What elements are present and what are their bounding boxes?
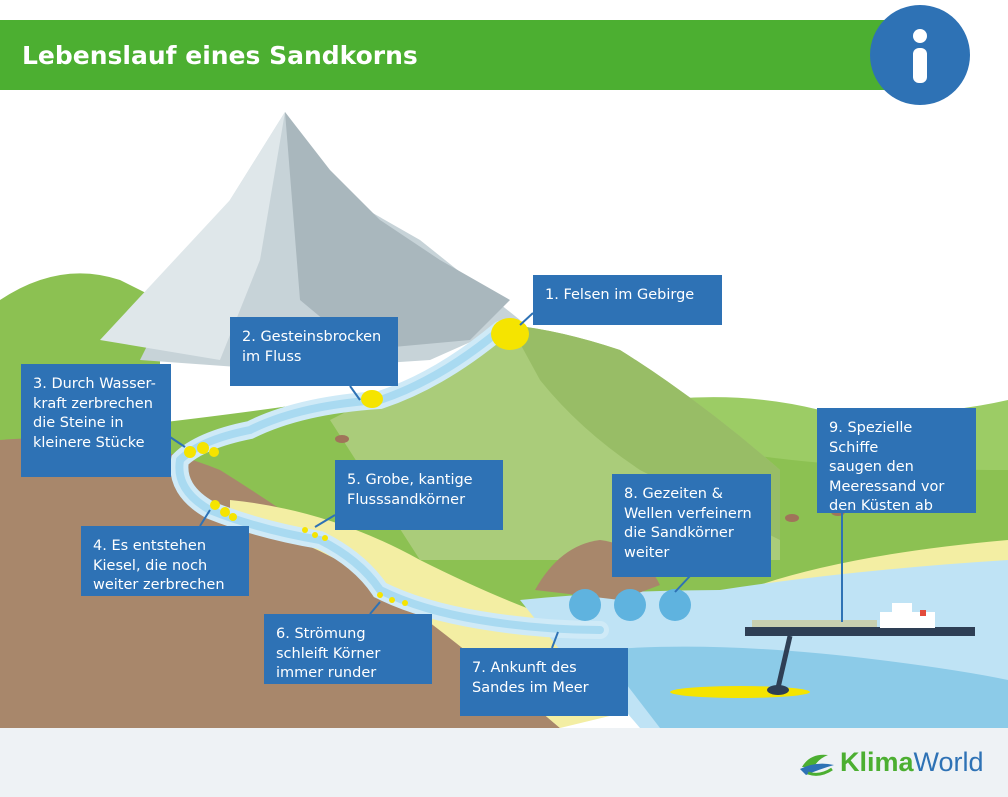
step-3-box: 3. Durch Wasser- kraft zerbrechen die St… bbox=[21, 364, 171, 477]
klimaworld-logo[interactable]: KlimaWorld bbox=[798, 745, 998, 781]
page-title: Lebenslauf eines Sandkorns bbox=[22, 41, 418, 70]
sand-grains bbox=[184, 318, 529, 606]
leaf-globe-icon bbox=[800, 754, 834, 776]
seabed-sand bbox=[670, 686, 810, 698]
step-8-box: 8. Gezeiten & Wellen verfeinern die Sand… bbox=[612, 474, 771, 577]
footer-bar bbox=[0, 728, 1008, 797]
pointers bbox=[169, 312, 843, 649]
step-4-box: 4. Es entstehen Kiesel, die noch weiter … bbox=[81, 526, 249, 596]
logo-text-klima: Klima bbox=[840, 747, 914, 777]
step-2-box: 2. Gesteinsbrocken im Fluss bbox=[230, 317, 398, 386]
step-9-box: 9. Spezielle Schiffe saugen den Meeressa… bbox=[817, 408, 976, 514]
waves bbox=[569, 589, 691, 621]
sea-deep bbox=[600, 646, 1008, 728]
mountain-shadow bbox=[285, 112, 510, 350]
dredging-ship bbox=[745, 603, 975, 695]
step-7-box: 7. Ankunft des Sandes im Meer bbox=[460, 648, 628, 716]
logo-text-world: World bbox=[913, 747, 984, 777]
step-1-box: 1. Felsen im Gebirge bbox=[533, 275, 722, 325]
mountain-light bbox=[100, 112, 285, 360]
step-5-box: 5. Grobe, kantige Flusssandkörner bbox=[335, 460, 503, 530]
step-6-box: 6. Strömung schleift Körner immer runder bbox=[264, 614, 432, 684]
info-button[interactable] bbox=[870, 5, 970, 105]
header-bar: Lebenslauf eines Sandkorns bbox=[0, 20, 900, 90]
